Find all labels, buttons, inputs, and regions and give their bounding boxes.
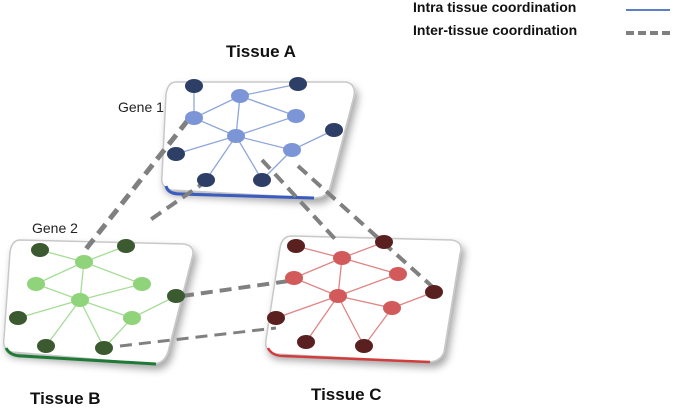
inter-link-b-c-1 bbox=[181, 278, 297, 298]
inter-tissue-links bbox=[80, 118, 438, 348]
tissue-a-node bbox=[231, 89, 249, 103]
inter-link-a-c-2 bbox=[296, 164, 438, 292]
tissue-b-network bbox=[9, 239, 185, 355]
legend-inter-line bbox=[626, 31, 670, 35]
inter-link-gene1-gene2 bbox=[80, 118, 190, 256]
tissue-b-node bbox=[37, 339, 55, 353]
legend-inter-label: Inter-tissue coordination bbox=[413, 22, 578, 38]
tissue-c-node bbox=[297, 335, 315, 349]
inter-link-b-c-2 bbox=[119, 326, 277, 348]
tissue-c-node bbox=[287, 239, 305, 253]
inter-link-a-b bbox=[148, 178, 210, 222]
tissue-b-node bbox=[117, 239, 135, 253]
tissue-c-node bbox=[389, 267, 407, 281]
legend-intra-line bbox=[626, 9, 670, 11]
tissue-a-node bbox=[197, 173, 215, 187]
tissue-a-edge bbox=[164, 185, 315, 200]
tissue-b-node bbox=[9, 311, 27, 325]
tissue-c-node bbox=[285, 271, 303, 285]
tissue-b-node bbox=[27, 277, 45, 291]
tissue-a-node bbox=[253, 173, 271, 187]
gene-2-node bbox=[75, 255, 93, 269]
tissue-c-title: Tissue C bbox=[311, 385, 382, 404]
tissue-c-node bbox=[383, 301, 401, 315]
tissue-a-network bbox=[167, 77, 343, 187]
tissue-a-node bbox=[287, 109, 305, 123]
gene-1-node bbox=[185, 111, 203, 125]
tissue-a-node bbox=[283, 143, 301, 157]
tissue-a-node bbox=[325, 123, 343, 137]
tissue-c-edge bbox=[266, 347, 431, 364]
tissue-a-title: Tissue A bbox=[226, 42, 296, 61]
tissue-b-node bbox=[167, 289, 185, 303]
tissue-a-node bbox=[289, 77, 307, 91]
tissue-b-node bbox=[123, 311, 141, 325]
gene-2-label: Gene 2 bbox=[32, 220, 78, 236]
tissue-c-node bbox=[267, 311, 285, 325]
legend-intra-label: Intra tissue coordination bbox=[413, 0, 577, 15]
tissue-b-title: Tissue B bbox=[30, 389, 101, 408]
tissue-c-hub-node bbox=[329, 289, 347, 303]
tissue-b-edge bbox=[4, 347, 157, 366]
tissue-c-node bbox=[425, 285, 443, 299]
tissue-b-panel bbox=[2, 239, 194, 366]
tissue-c-node bbox=[375, 235, 393, 249]
tissue-a-hub-node bbox=[227, 129, 245, 143]
tissue-c-node bbox=[333, 251, 351, 265]
tissue-b-node bbox=[95, 341, 113, 355]
tissue-a-node bbox=[185, 79, 203, 93]
tissue-c-network bbox=[267, 235, 443, 353]
tissue-b-node bbox=[133, 277, 151, 291]
tissue-b-node bbox=[31, 243, 49, 257]
gene-1-label: Gene 1 bbox=[118, 99, 164, 115]
tissue-b-hub-node bbox=[71, 293, 89, 307]
tissue-c-node bbox=[355, 339, 373, 353]
tissue-a-node bbox=[167, 147, 185, 161]
